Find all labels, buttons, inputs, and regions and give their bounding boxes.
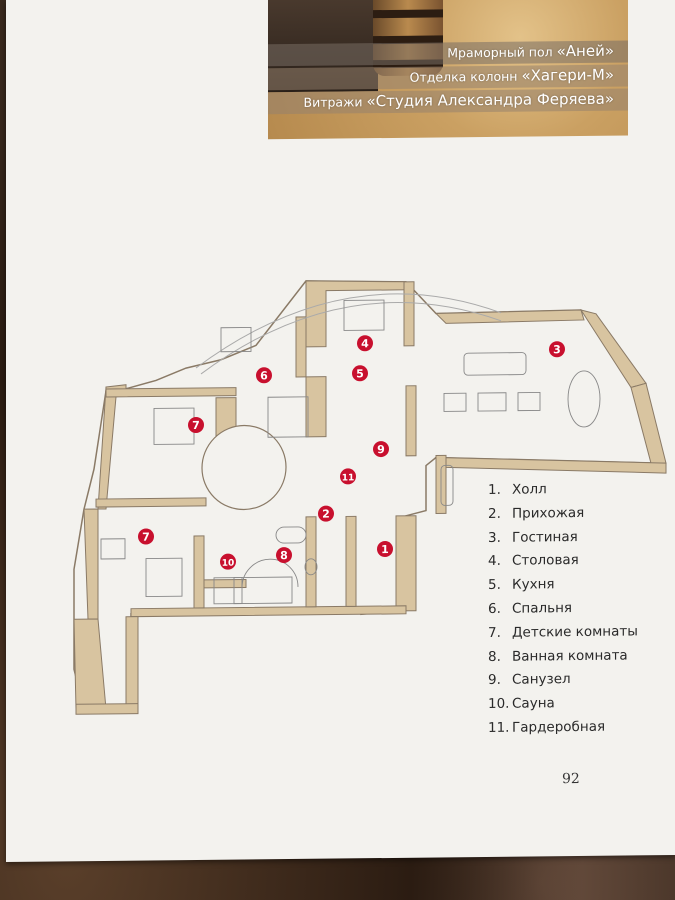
marker-5-dot: [352, 365, 368, 382]
marker-9: 9: [377, 443, 385, 456]
marker-7b: 7: [142, 530, 150, 543]
marker-1: 1: [381, 543, 389, 556]
marker-3-dot: [549, 341, 565, 358]
caption-text: Витражи: [303, 94, 367, 110]
caption-brand: «Студия Александра Феряева»: [366, 89, 614, 111]
legend-item: 8.Ванная комната: [488, 647, 628, 665]
marker-4-dot: [357, 335, 373, 352]
caption-text: Мраморный пол: [447, 44, 557, 61]
marker-2-dot: [318, 505, 334, 522]
marker-4: 4: [361, 337, 369, 350]
page-number: 92: [562, 770, 580, 788]
caption-brand: «Хагери-М»: [521, 65, 614, 85]
catalog-page: Мраморный пол «Аней» Отделка колонн «Хаг…: [6, 0, 675, 862]
legend-item: 1.Холл: [488, 481, 547, 498]
legend-item: 4.Столовая: [488, 552, 579, 570]
marker-8-dot: [276, 547, 292, 564]
marker-2: 2: [322, 508, 330, 521]
legend-item: 3.Гостиная: [488, 528, 578, 546]
marker-7a: 7: [192, 419, 200, 432]
floor-plan: 1 2 3 4 5 6 7 7 8 9 10 11: [73, 280, 667, 715]
marker-5: 5: [356, 367, 364, 380]
legend-item: 11.Гардеробная: [488, 718, 606, 736]
marker-7b-dot: [138, 528, 154, 545]
caption-brand: «Аней»: [556, 41, 614, 61]
marker-9-dot: [373, 441, 389, 458]
legend-item: 5.Кухня: [488, 576, 555, 594]
marker-6-dot: [256, 367, 272, 384]
legend-item: 9.Санузел: [488, 671, 571, 689]
marker-1-dot: [377, 541, 393, 558]
room-legend: 1.Холл 2.Прихожая 3.Гостиная 4.Столовая …: [488, 477, 638, 740]
marker-11-dot: [340, 468, 356, 485]
caption-columns: Отделка колонн «Хагери-М»: [410, 66, 614, 86]
column-band: [373, 9, 443, 19]
marker-11: 11: [342, 473, 355, 483]
caption-text: Отделка колонн: [409, 68, 522, 85]
marker-8: 8: [280, 549, 288, 562]
legend-item: 2.Прихожая: [488, 504, 585, 522]
legend-item: 6.Спальня: [488, 600, 573, 617]
marker-7a-dot: [188, 417, 204, 434]
marker-10: 10: [222, 559, 235, 569]
caption-stained-glass: Витражи «Студия Александра Феряева»: [304, 90, 614, 111]
caption-floor: Мраморный пол «Аней»: [447, 42, 614, 62]
interior-photo: Мраморный пол «Аней» Отделка колонн «Хаг…: [268, 0, 628, 140]
legend-item: 10.Сауна: [488, 695, 555, 713]
marker-6: 6: [260, 369, 268, 382]
marker-10-dot: [220, 553, 236, 570]
marker-3: 3: [553, 343, 561, 356]
legend-item: 7.Детские комнаты: [488, 623, 638, 641]
